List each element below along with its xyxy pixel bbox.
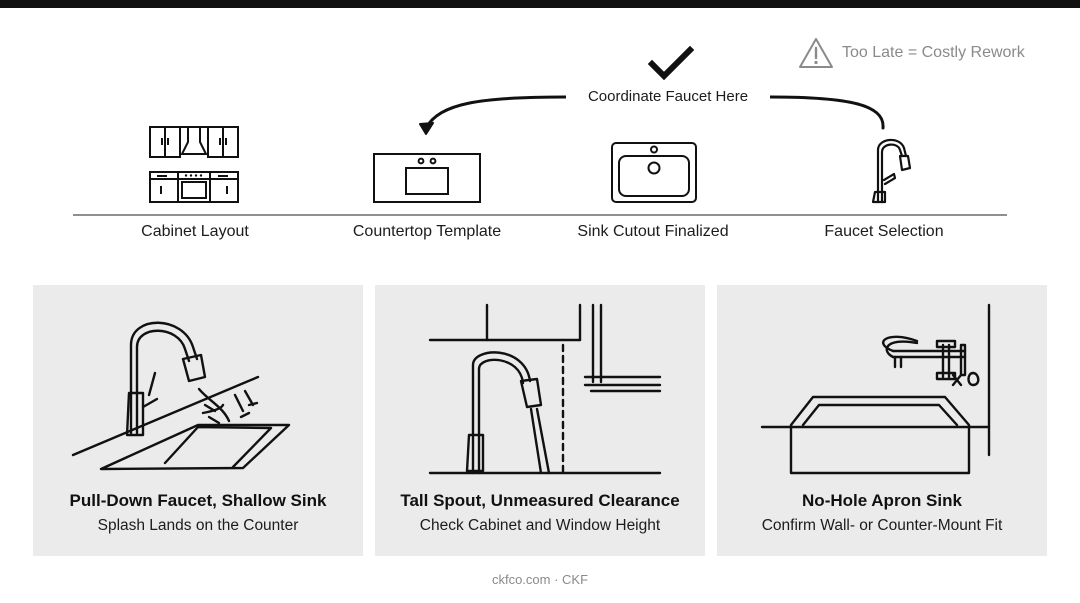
card-pull-down-faucet: Pull-Down Faucet, Shallow Sink Splash La… xyxy=(33,285,363,556)
coordination-arrow xyxy=(419,95,885,135)
card-tall-spout: Tall Spout, Unmeasured Clearance Check C… xyxy=(375,285,705,556)
card-subtitle: Confirm Wall- or Counter-Mount Fit xyxy=(761,517,1003,534)
card-title: No-Hole Apron Sink xyxy=(802,491,962,510)
warning-text: Too Late = Costly Rework xyxy=(842,44,1025,61)
warning-note: Too Late = Costly Rework xyxy=(798,36,1025,70)
sink-cutout-icon xyxy=(611,142,697,203)
pull-down-faucet-splash-icon xyxy=(71,321,291,471)
coordination-caption: Coordinate Faucet Here xyxy=(566,88,770,105)
top-bar xyxy=(0,0,1080,8)
cabinet-layout-icon xyxy=(149,126,239,203)
card-title: Tall Spout, Unmeasured Clearance xyxy=(400,491,680,510)
card-apron-sink: No-Hole Apron Sink Confirm Wall- or Coun… xyxy=(717,285,1047,556)
card-title: Pull-Down Faucet, Shallow Sink xyxy=(69,491,327,510)
apron-sink-wall-faucet-icon xyxy=(760,303,991,475)
step-label-sink-cutout: Sink Cutout Finalized xyxy=(577,223,729,240)
step-label-cabinet-layout: Cabinet Layout xyxy=(141,223,249,240)
faucet-icon xyxy=(871,138,912,204)
card-subtitle: Check Cabinet and Window Height xyxy=(419,517,661,534)
step-label-faucet-selection: Faucet Selection xyxy=(824,223,944,240)
footer-credit: ckfco.com · CKF xyxy=(491,572,589,587)
warning-triangle-icon xyxy=(799,38,833,68)
step-label-countertop-template: Countertop Template xyxy=(352,223,502,240)
timeline-line xyxy=(73,214,1007,216)
checkmark-icon xyxy=(648,46,694,81)
countertop-template-icon xyxy=(373,153,481,203)
tall-spout-clearance-icon xyxy=(428,303,662,475)
card-subtitle: Splash Lands on the Counter xyxy=(97,517,299,534)
